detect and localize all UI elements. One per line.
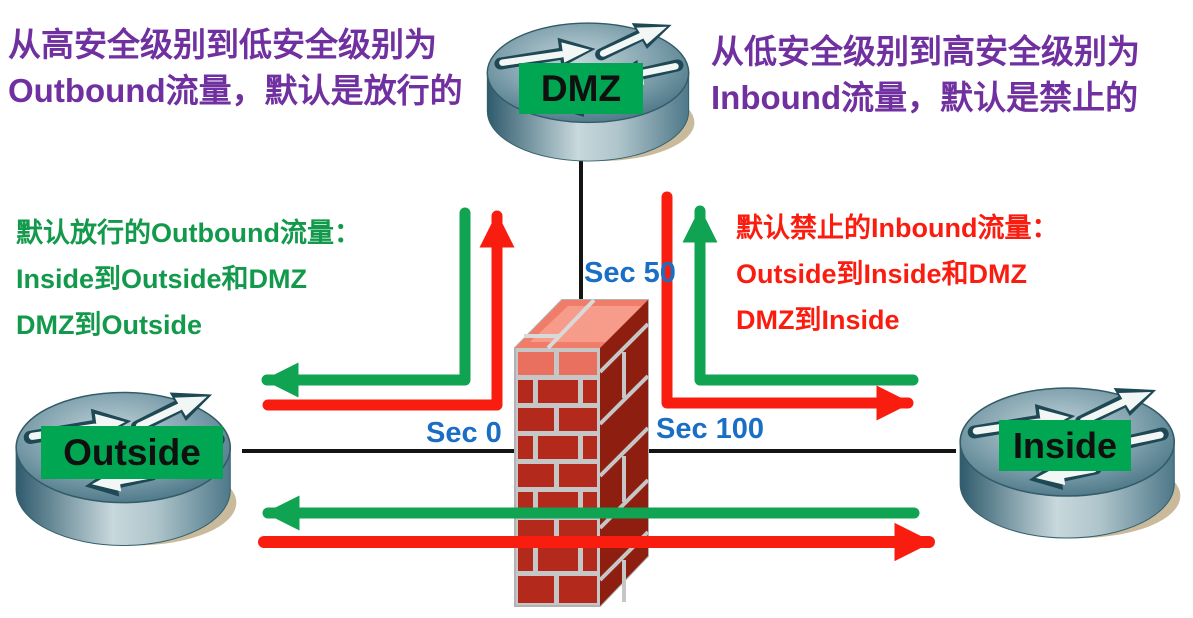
annotation-outbound-allowed: 默认放行的Outbound流量： Inside到Outside和DMZ DMZ到… — [16, 210, 361, 348]
annotation-line: 从低安全级别到高安全级别为 — [711, 33, 1140, 70]
annotation-inbound-denied: 默认禁止的Inbound流量： Outside到Inside和DMZ DMZ到I… — [736, 205, 1058, 343]
security-level-dmz: Sec 50 — [584, 257, 676, 289]
annotation-top-right: 从低安全级别到高安全级别为 Inbound流量，默认是禁止的 — [711, 29, 1140, 121]
node-label-outside: Outside — [41, 426, 223, 479]
security-level-inside: Sec 100 — [656, 413, 765, 445]
annotation-line: DMZ到Inside — [736, 305, 900, 335]
annotation-line: 从高安全级别到低安全级别为 — [8, 26, 437, 63]
annotation-line: Inside到Outside和DMZ — [16, 264, 308, 294]
annotation-line: DMZ到Outside — [16, 310, 202, 340]
annotation-line: 默认放行的Outbound流量： — [16, 218, 361, 248]
annotation-top-left: 从高安全级别到低安全级别为 Outbound流量，默认是放行的 — [8, 22, 463, 114]
arrow-outbound-inside-to-dmz — [682, 205, 919, 386]
annotation-line: Outside到Inside和DMZ — [736, 259, 1028, 289]
security-level-outside: Sec 0 — [426, 417, 502, 449]
node-label-dmz: DMZ — [519, 63, 643, 114]
firewall-icon — [514, 298, 650, 607]
annotation-line: 默认禁止的Inbound流量： — [736, 213, 1059, 243]
arrow-inbound-outside-to-dmz — [262, 210, 515, 411]
arrow-inbound-dmz-to-inside — [661, 191, 914, 421]
annotation-line: Inbound流量，默认是禁止的 — [711, 79, 1139, 116]
annotation-line: Outbound流量，默认是放行的 — [8, 72, 463, 109]
arrow-outbound-dmz-to-outside — [261, 207, 471, 398]
node-label-inside: Inside — [999, 420, 1131, 471]
